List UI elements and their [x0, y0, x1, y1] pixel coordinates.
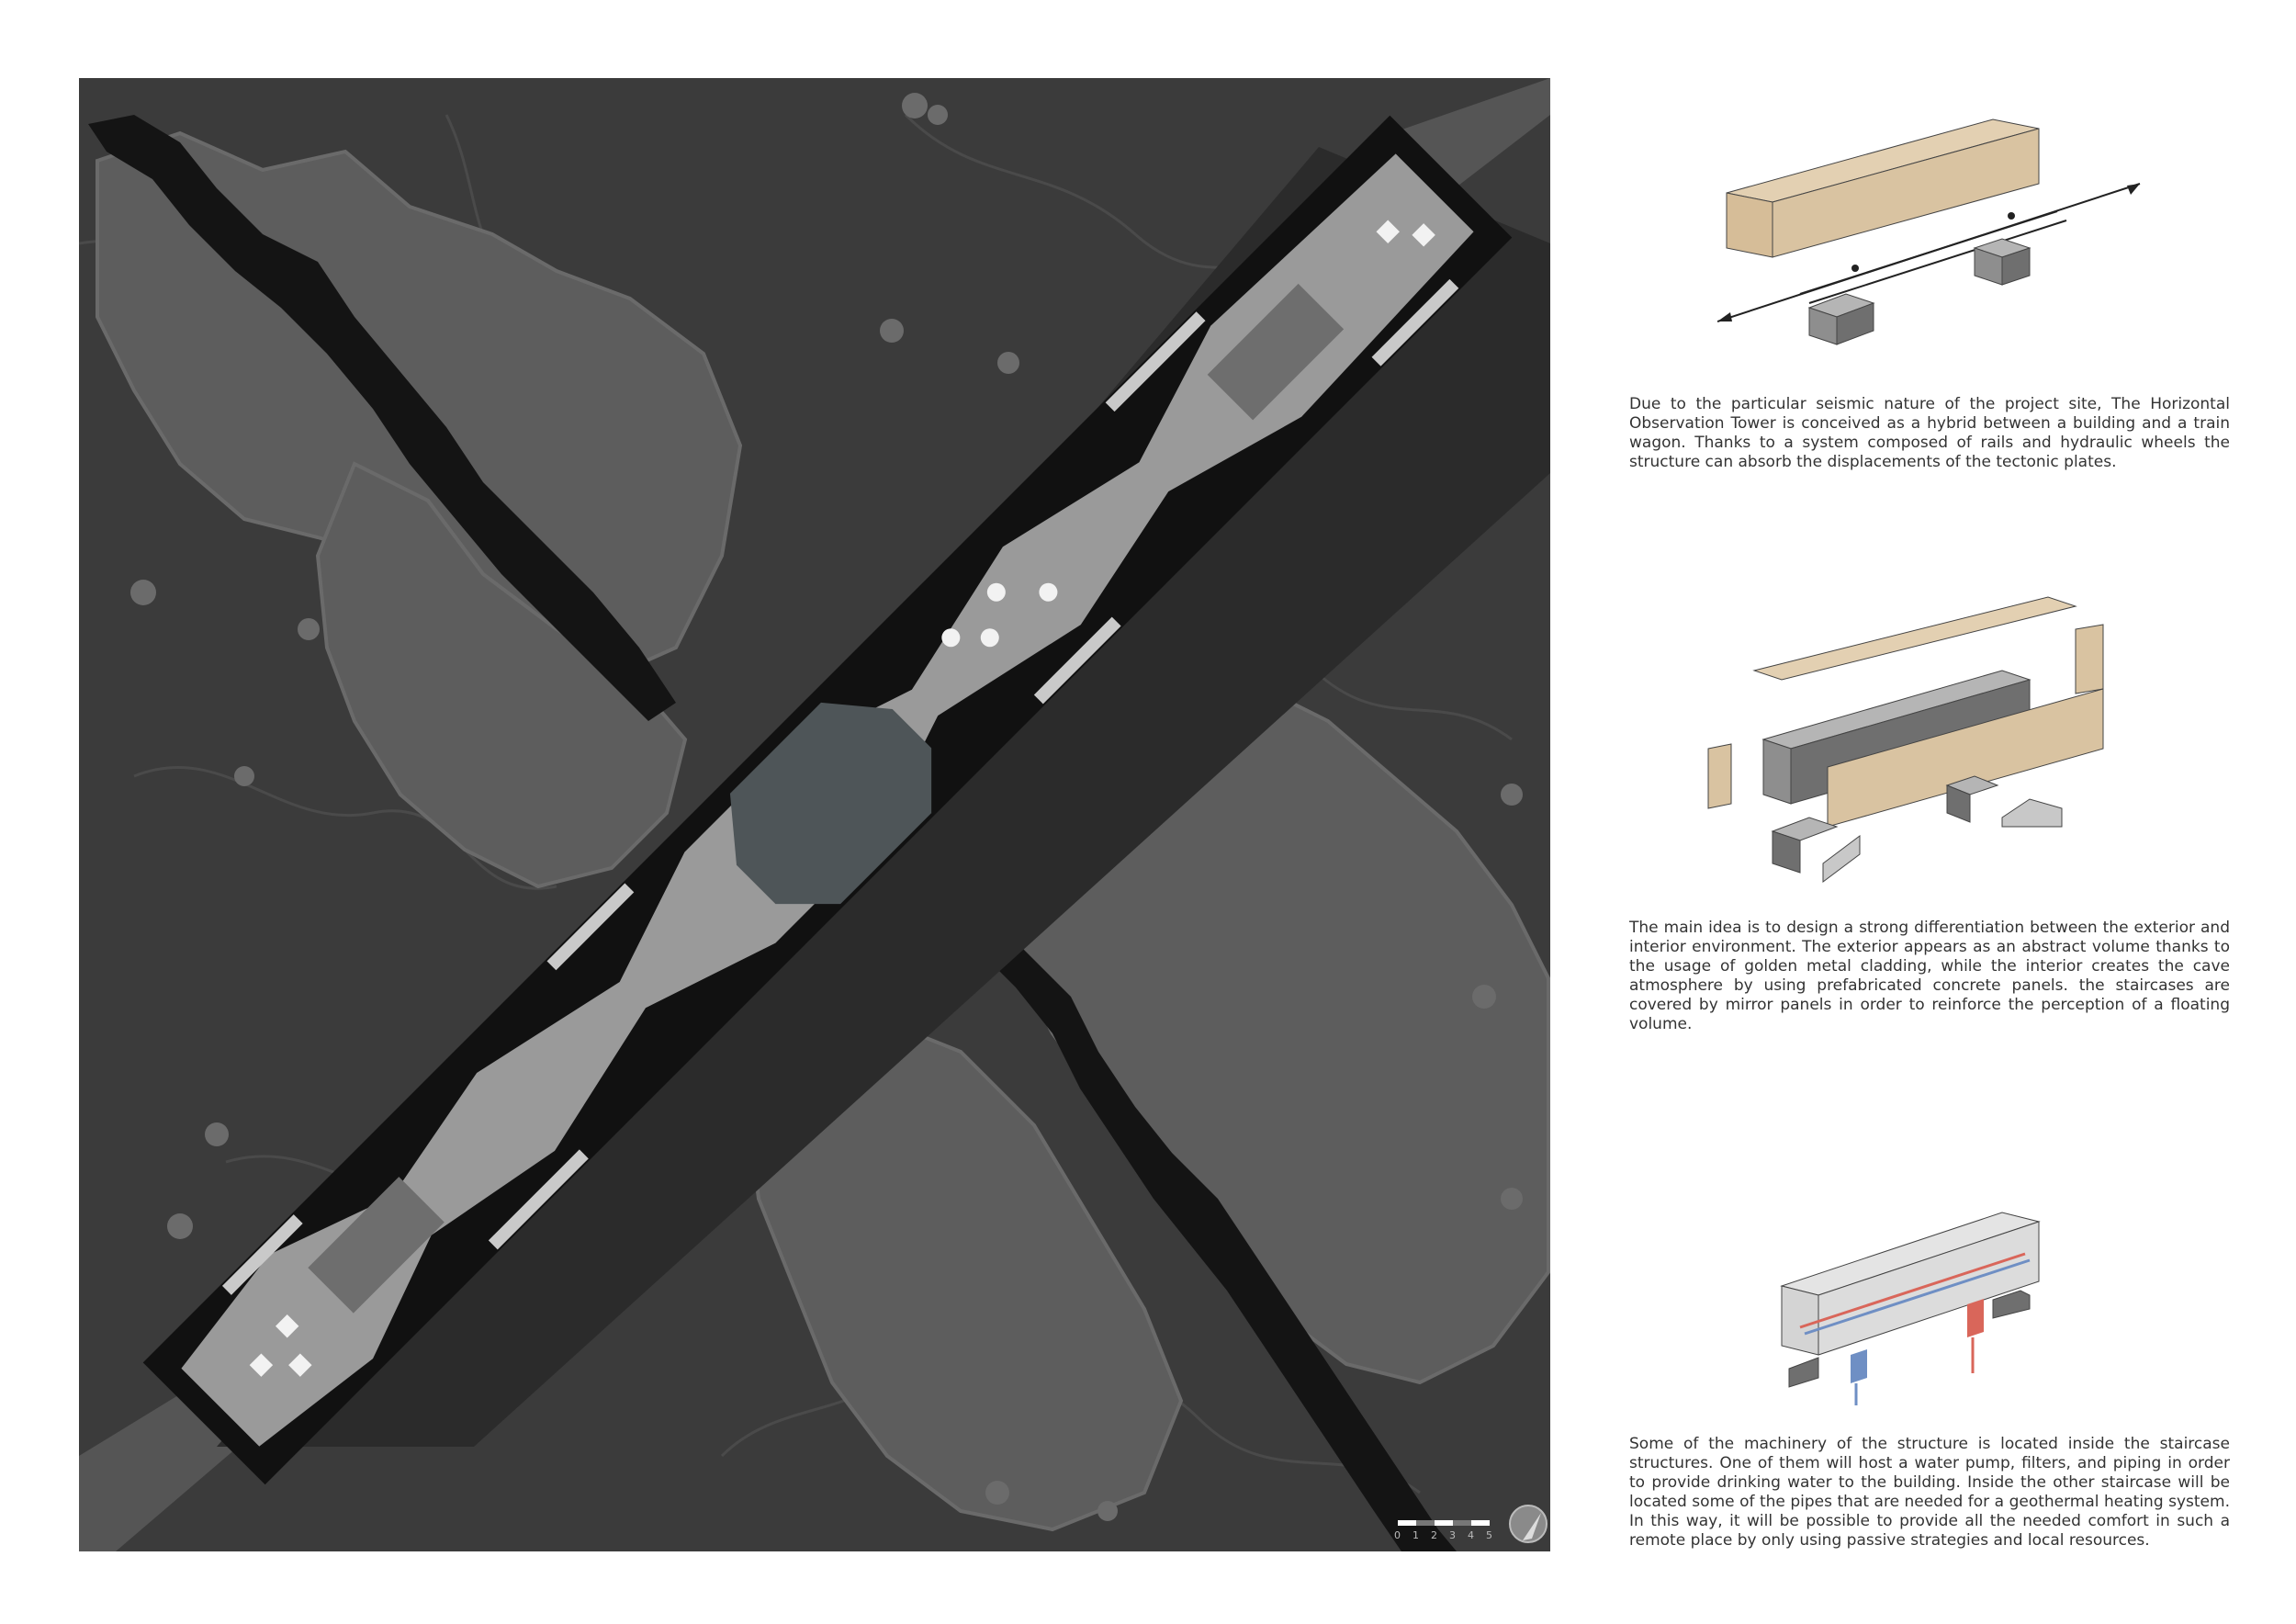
scale-bar-segment — [1453, 1520, 1471, 1526]
site-plan: 0 1 2 3 4 5 — [79, 78, 1550, 1551]
staircase-east-block — [1992, 1290, 2031, 1319]
wall-panel — [221, 1214, 303, 1295]
tree — [997, 352, 1019, 374]
scale-bar-segment — [1416, 1520, 1435, 1526]
north-arrow-icon — [1509, 1505, 1548, 1543]
axonometric-machinery-pipes — [1780, 1212, 2041, 1405]
tree — [985, 1481, 1009, 1505]
tree — [902, 93, 928, 118]
wall-panel — [1371, 278, 1459, 367]
tree — [1097, 1501, 1118, 1521]
scale-tick-label: 5 — [1486, 1529, 1492, 1541]
volume-front — [1781, 1285, 1819, 1356]
wheel-icon — [1851, 265, 1859, 272]
scale-tick-label: 4 — [1468, 1529, 1474, 1541]
tree — [928, 105, 948, 125]
mirror-panel-east — [2001, 798, 2063, 828]
concrete-core-front — [1762, 739, 1792, 805]
wheel-connectors — [1851, 212, 2015, 272]
side-cladding-panel — [1827, 688, 2104, 828]
description-paragraph-1: Due to the particular seismic nature of … — [1629, 395, 2230, 471]
wall-panel — [488, 1149, 589, 1250]
stool — [941, 628, 961, 648]
axonometric-exploded-cladding — [1707, 596, 2104, 883]
volume-side — [1818, 1221, 2040, 1356]
tree — [130, 580, 156, 605]
staircase-west — [1772, 830, 1801, 874]
water-pump-staircase — [1851, 1349, 1867, 1383]
scale-tick-label: 0 — [1394, 1529, 1401, 1541]
staircase-west-block — [1788, 1357, 1819, 1388]
tree — [167, 1213, 193, 1239]
staircase-east — [1946, 784, 1971, 823]
mirror-panel-west — [1822, 835, 1861, 883]
scale-bar-segment — [1435, 1520, 1453, 1526]
arrow-head-right-icon — [2127, 184, 2140, 195]
vegetation-patch-mid-left — [315, 461, 688, 889]
end-panel-west — [1707, 743, 1732, 809]
stool — [986, 582, 1006, 602]
stair-void-east — [1207, 283, 1345, 421]
wagon-volume-front — [1726, 192, 1773, 258]
wheel-icon — [2008, 212, 2015, 220]
tectonic-fissure-lower — [979, 923, 1457, 1551]
scale-tick-label: 3 — [1449, 1529, 1456, 1541]
trees — [130, 93, 1523, 1521]
staircase-block-west-side — [1836, 302, 1874, 345]
roof-cladding-panel — [1752, 596, 2077, 681]
wall-panel — [1033, 616, 1121, 705]
end-panel-east — [2075, 624, 2104, 694]
stool — [1039, 582, 1058, 602]
interior-walls — [221, 278, 1459, 1295]
scale-bar: 0 1 2 3 4 5 — [1394, 1505, 1548, 1543]
axonometric-wagon-rails — [1717, 118, 2141, 345]
scale-tick-label: 2 — [1431, 1529, 1437, 1541]
mirror-atrium — [729, 702, 932, 905]
tree — [880, 319, 904, 343]
building — [142, 115, 1513, 1485]
scale-bar-segment — [1471, 1520, 1490, 1526]
rail-ladder — [1799, 210, 2067, 304]
tree — [1472, 985, 1496, 1009]
staircase-block-east-side — [2001, 247, 2031, 286]
stool — [980, 628, 999, 648]
water-pipe-blue — [1804, 1258, 2031, 1336]
geothermal-staircase — [1967, 1299, 1984, 1337]
tree — [1501, 1188, 1523, 1210]
description-paragraph-2: The main idea is to design a strong diff… — [1629, 919, 2230, 1033]
tree — [205, 1122, 229, 1146]
description-paragraph-3: Some of the machinery of the structure i… — [1629, 1435, 2230, 1550]
north-arrow-pointer — [1523, 1513, 1541, 1540]
scale-tick-label: 1 — [1412, 1529, 1419, 1541]
tectonic-fissure-upper — [88, 115, 676, 721]
wall-panel — [1105, 311, 1206, 412]
stair-void-west — [308, 1177, 445, 1314]
wagon-volume-side — [1772, 128, 2040, 258]
tree — [298, 618, 320, 640]
tree — [234, 766, 254, 786]
arrow-head-left-icon — [1717, 312, 1732, 321]
wall-panel — [546, 883, 635, 971]
tree — [1501, 784, 1523, 806]
heating-pipe-red — [1799, 1252, 2026, 1329]
scale-bar-segment — [1398, 1520, 1416, 1526]
